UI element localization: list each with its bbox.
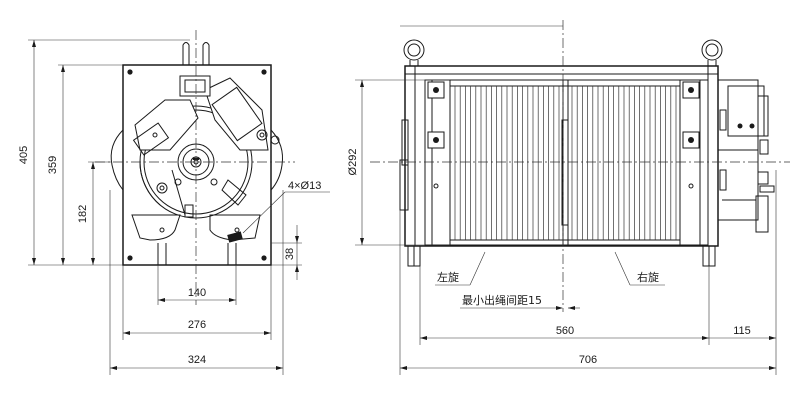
lifting-eye-left	[403, 39, 425, 61]
right-view: Ø292 左旋 右旋 最小出绳间距15 560 115 706	[347, 20, 790, 375]
drum-grooves	[454, 86, 677, 240]
left-view: 405 359 182 38 4×Ø13 140 276	[18, 30, 330, 375]
brake-arm-left	[134, 99, 199, 151]
lifting-eye-right	[701, 39, 723, 61]
dim-115: 115	[733, 325, 751, 337]
dim-140: 140	[188, 287, 206, 299]
dim-560: 560	[556, 325, 574, 337]
hole-callout: 4×Ø13	[288, 180, 321, 192]
dim-359: 359	[47, 156, 59, 174]
dim-182: 182	[77, 205, 89, 223]
brake-arm-right	[204, 77, 269, 151]
dim-38: 38	[284, 248, 296, 260]
label-min-rope-gap: 最小出绳间距15	[462, 293, 542, 307]
rope-drum	[449, 79, 681, 246]
label-right-hand: 右旋	[637, 270, 659, 284]
dim-276: 276	[188, 319, 206, 331]
dim-405: 405	[18, 146, 30, 164]
label-left-hand: 左旋	[437, 270, 459, 284]
dim-dia-292: Ø292	[347, 149, 359, 176]
dim-324: 324	[188, 354, 206, 366]
end-plate	[122, 64, 272, 266]
dim-706: 706	[579, 354, 597, 366]
